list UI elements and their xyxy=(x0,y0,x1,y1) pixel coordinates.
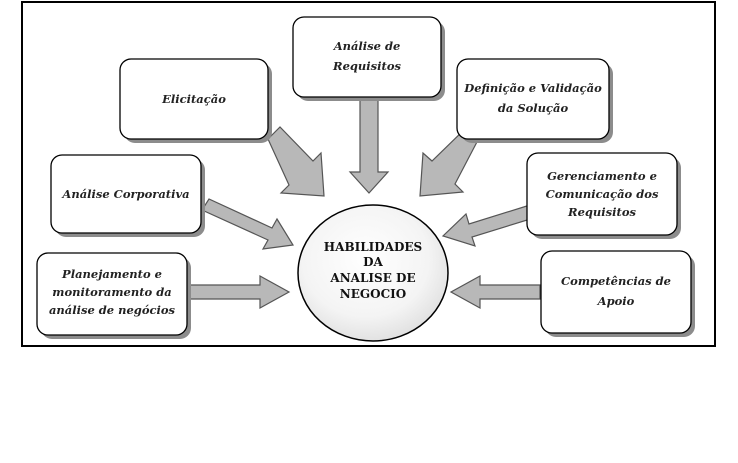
node-analise-requisitos-line-2: Requisitos xyxy=(332,59,401,73)
node-analise-corporativa: Análise Corporativa xyxy=(51,155,205,237)
node-planejamento-monitoramento: Planejamento e monitoramento da análise … xyxy=(37,253,191,339)
node-gerenciamento-comunicacao-line-3: Requisitos xyxy=(567,205,636,219)
node-analise-requisitos-line-1: Análise de xyxy=(333,39,401,53)
node-elicitacao: Elicitação xyxy=(120,59,272,143)
node-definicao-validacao-line-2: da Solução xyxy=(498,101,569,115)
node-gerenciamento-comunicacao-line-1: Gerenciamento e xyxy=(547,169,657,183)
node-definicao-validacao: Definição e Validação da Solução xyxy=(457,59,613,143)
node-elicitacao-line-1: Elicitação xyxy=(161,92,226,106)
node-analise-requisitos: Análise de Requisitos xyxy=(293,17,445,101)
node-gerenciamento-comunicacao: Gerenciamento e Comunicação dos Requisit… xyxy=(527,153,681,239)
center-line-1: HABILIDADES xyxy=(324,240,422,254)
center-line-4: NEGOCIO xyxy=(340,287,406,301)
node-definicao-validacao-line-1: Definição e Validação xyxy=(463,81,602,95)
node-competencias-apoio: Competências de Apoio xyxy=(541,251,695,337)
node-gerenciamento-comunicacao-line-2: Comunicação dos xyxy=(546,187,659,201)
node-competencias-apoio-line-2: Apoio xyxy=(597,294,635,308)
node-planejamento-monitoramento-line-3: análise de negócios xyxy=(49,303,176,317)
node-planejamento-monitoramento-line-1: Planejamento e xyxy=(61,267,162,281)
center-node: HABILIDADES DA ANALISE DE NEGOCIO xyxy=(298,205,448,341)
node-planejamento-monitoramento-line-2: monitoramento da xyxy=(52,285,171,299)
center-line-3: ANALISE DE xyxy=(329,271,415,285)
center-line-2: DA xyxy=(363,255,383,269)
node-analise-corporativa-line-1: Análise Corporativa xyxy=(61,187,189,201)
node-competencias-apoio-line-1: Competências de xyxy=(561,274,671,288)
